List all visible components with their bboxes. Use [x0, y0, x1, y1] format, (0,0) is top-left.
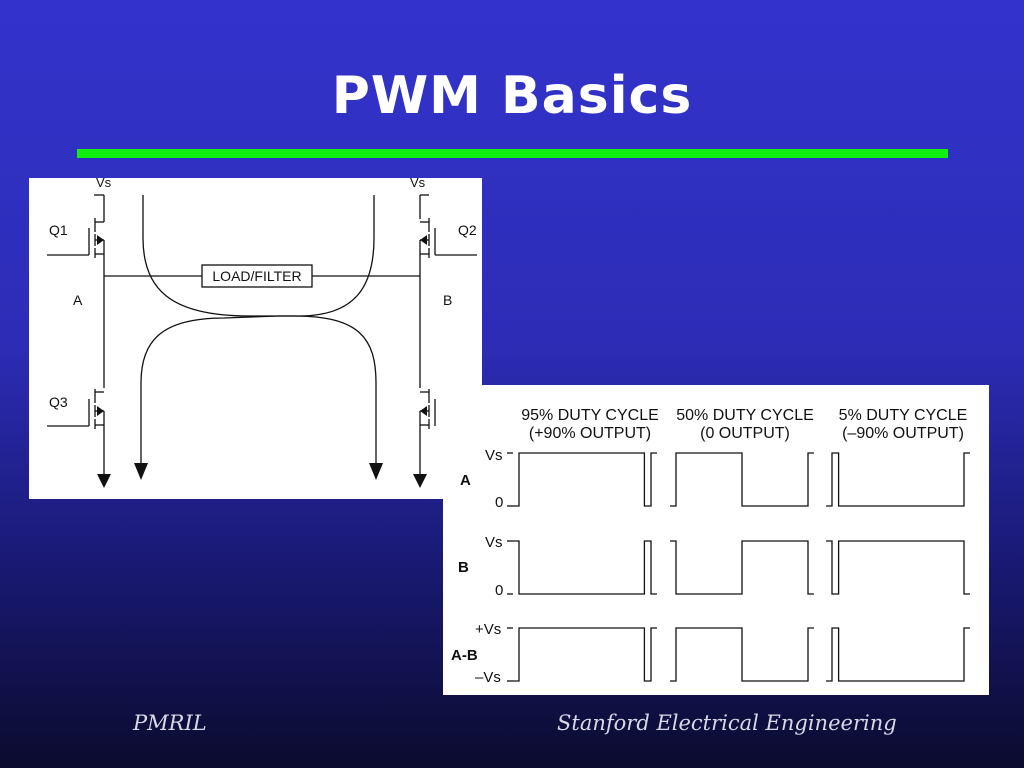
q2-arrow-icon [420, 235, 427, 245]
col1-title: 95% DUTY CYCLE [521, 407, 659, 424]
waveform-a-col2 [670, 452, 814, 507]
col3-title: 5% DUTY CYCLE [839, 407, 968, 424]
title-underline [77, 149, 948, 158]
row-a-top-label: Vs [485, 447, 503, 464]
row-a-label: A [460, 472, 471, 489]
col3-subtitle: (–90% OUTPUT) [842, 425, 964, 442]
row-b-label: B [458, 559, 469, 576]
q3-arrow-icon [97, 406, 104, 416]
col1-subtitle: (+90% OUTPUT) [529, 425, 651, 442]
waveform-a-col3 [826, 452, 970, 507]
q2-transistor [419, 218, 477, 258]
q3-transistor [47, 389, 105, 429]
load-filter-label: LOAD/FILTER [212, 268, 301, 284]
current-path-2 [140, 195, 375, 463]
q1-arrow-icon [97, 235, 104, 245]
col2-subtitle: (0 OUTPUT) [700, 425, 790, 442]
waveform-ab-col1 [513, 627, 657, 682]
node-a-label: A [73, 292, 83, 308]
current-path-1 [142, 195, 377, 463]
pwm-waveform-diagram: 95% DUTY CYCLE (+90% OUTPUT) 50% DUTY CY… [443, 385, 989, 695]
row-a-bottom-label: 0 [495, 494, 503, 511]
row-b-bottom-label: 0 [495, 582, 503, 599]
ground-arrow-right-icon [413, 474, 427, 488]
row-ab-bottom-label: –Vs [475, 669, 501, 686]
node-b-label: B [443, 292, 452, 308]
vs-left-label: Vs [96, 178, 112, 190]
waveform-a-col1 [513, 452, 657, 507]
waveform-ab-col2 [670, 627, 814, 682]
flow-arrow-right-icon [369, 463, 383, 480]
row-ab-label: A-B [451, 647, 478, 664]
q4-arrow-icon [420, 406, 427, 416]
q2-label: Q2 [458, 222, 477, 238]
vs-right-label: Vs [410, 178, 426, 190]
load-filter-box [201, 264, 313, 288]
slide-title: PWM Basics [331, 66, 693, 126]
waveform-traces [513, 452, 970, 682]
waveform-b-col2 [670, 540, 814, 595]
waveform-b-col1 [513, 540, 657, 595]
h-bridge-diagram: LOAD/FILTER Vs Vs Q1 Q2 Q3 A B [29, 175, 482, 499]
flow-arrow-left-icon [134, 463, 148, 480]
h-bridge-svg: LOAD/FILTER Vs Vs Q1 Q2 Q3 A B [47, 175, 477, 488]
ground-arrow-left-icon [97, 474, 111, 488]
row-b-top-label: Vs [485, 534, 503, 551]
q1-label: Q1 [49, 222, 68, 238]
col2-title: 50% DUTY CYCLE [676, 407, 814, 424]
waveform-ab-col3 [826, 627, 970, 682]
footer-org: PMRIL [133, 711, 207, 735]
q3-label: Q3 [49, 394, 68, 410]
row-ab-top-label: +Vs [475, 621, 501, 638]
footer-department: Stanford Electrical Engineering [557, 711, 897, 735]
waveform-svg: 95% DUTY CYCLE (+90% OUTPUT) 50% DUTY CY… [451, 407, 970, 686]
q4-transistor [419, 389, 436, 429]
waveform-b-col3 [826, 540, 970, 595]
